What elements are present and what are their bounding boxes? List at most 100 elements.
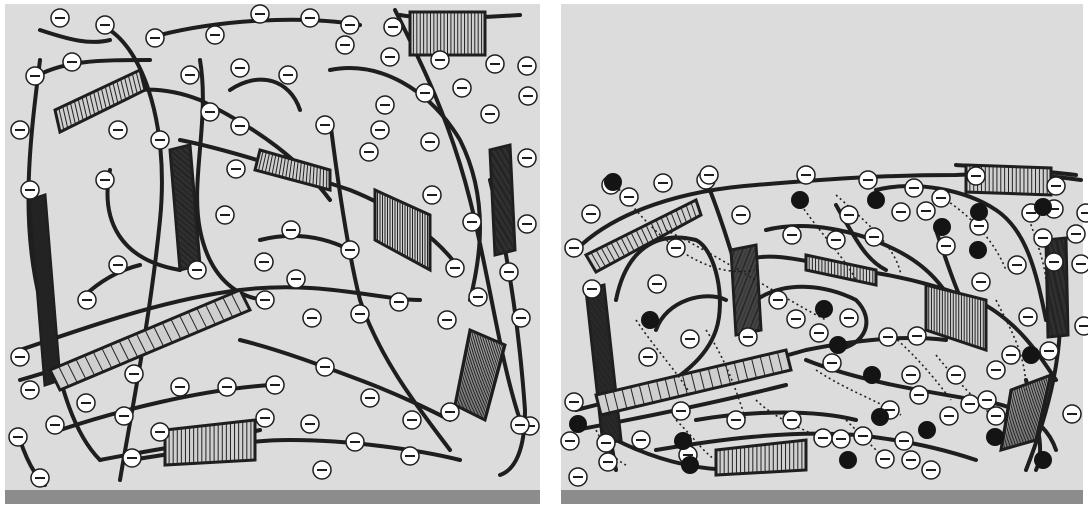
positive-ion-icon <box>681 456 699 474</box>
positive-ion-icon <box>1022 346 1040 364</box>
negative-charge-icon <box>859 171 877 189</box>
negative-charge-icon <box>9 428 27 446</box>
negative-charge-icon <box>511 416 529 434</box>
negative-charge-icon <box>446 259 464 277</box>
negative-charge-icon <box>565 393 583 411</box>
negative-charge-icon <box>279 66 297 84</box>
positive-ion-icon <box>829 336 847 354</box>
negative-charge-icon <box>892 203 910 221</box>
negative-charge-icon <box>486 55 504 73</box>
negative-charge-icon <box>681 330 699 348</box>
negative-charge-icon <box>206 26 224 44</box>
negative-charge-icon <box>879 328 897 346</box>
negative-charge-icon <box>109 121 127 139</box>
negative-charge-icon <box>231 59 249 77</box>
negative-charge-icon <box>639 348 657 366</box>
negative-charge-icon <box>922 461 940 479</box>
negative-charge-icon <box>46 416 64 434</box>
negative-charge-icon <box>384 18 402 36</box>
negative-charge-icon <box>51 9 69 27</box>
panel-left-dispersed <box>0 0 545 506</box>
negative-charge-icon <box>218 378 236 396</box>
positive-ion-icon <box>1034 451 1052 469</box>
negative-charge-icon <box>797 166 815 184</box>
negative-charge-icon <box>727 411 745 429</box>
substrate-bar <box>5 490 540 504</box>
positive-ion-icon <box>871 408 889 426</box>
negative-charge-icon <box>227 160 245 178</box>
negative-charge-icon <box>381 48 399 66</box>
negative-charge-icon <box>251 5 269 23</box>
negative-charge-icon <box>282 221 300 239</box>
positive-ion-icon <box>569 415 587 433</box>
negative-charge-icon <box>11 121 29 139</box>
negative-charge-icon <box>255 253 273 271</box>
negative-charge-icon <box>441 403 459 421</box>
negative-charge-icon <box>438 311 456 329</box>
negative-charge-icon <box>146 29 164 47</box>
negative-charge-icon <box>341 241 359 259</box>
negative-charge-icon <box>823 354 841 372</box>
negative-charge-icon <box>518 57 536 75</box>
negative-charge-icon <box>827 231 845 249</box>
negative-charge-icon <box>96 16 114 34</box>
negative-charge-icon <box>783 226 801 244</box>
negative-charge-icon <box>905 179 923 197</box>
negative-charge-icon <box>431 51 449 69</box>
negative-charge-icon <box>469 288 487 306</box>
negative-charge-icon <box>700 166 718 184</box>
negative-charge-icon <box>769 291 787 309</box>
negative-charge-icon <box>151 423 169 441</box>
negative-charge-icon <box>902 366 920 384</box>
negative-charge-icon <box>978 391 996 409</box>
negative-charge-icon <box>77 394 95 412</box>
negative-charge-icon <box>313 461 331 479</box>
negative-charge-icon <box>632 431 650 449</box>
negative-charge-icon <box>1034 229 1052 247</box>
negative-charge-icon <box>599 453 617 471</box>
negative-charge-icon <box>582 205 600 223</box>
positive-ion-icon <box>867 191 885 209</box>
negative-charge-icon <box>453 79 471 97</box>
negative-charge-icon <box>416 84 434 102</box>
positive-ion-icon <box>674 432 692 450</box>
negative-charge-icon <box>917 202 935 220</box>
negative-charge-icon <box>967 167 985 185</box>
positive-ion-icon <box>986 428 1004 446</box>
negative-charge-icon <box>1075 317 1088 335</box>
negative-charge-icon <box>1045 253 1063 271</box>
negative-charge-icon <box>937 237 955 255</box>
negative-charge-icon <box>1047 177 1065 195</box>
negative-charge-icon <box>814 429 832 447</box>
negative-charge-icon <box>854 427 872 445</box>
empty-upper-region <box>561 4 1083 154</box>
negative-charge-icon <box>620 188 638 206</box>
negative-charge-icon <box>216 206 234 224</box>
negative-charge-icon <box>21 181 39 199</box>
positive-ion-icon <box>970 203 988 221</box>
negative-charge-icon <box>401 447 419 465</box>
positive-ion-icon <box>815 300 833 318</box>
positive-ion-icon <box>839 451 857 469</box>
negative-charge-icon <box>403 411 421 429</box>
negative-charge-icon <box>895 432 913 450</box>
negative-charge-icon <box>987 407 1005 425</box>
negative-charge-icon <box>361 389 379 407</box>
negative-charge-icon <box>481 105 499 123</box>
negative-charge-icon <box>1067 225 1085 243</box>
negative-charge-icon <box>376 96 394 114</box>
negative-charge-icon <box>783 411 801 429</box>
negative-charge-icon <box>181 66 199 84</box>
positive-ion-icon <box>918 421 936 439</box>
negative-charge-icon <box>303 309 321 327</box>
negative-charge-icon <box>654 174 672 192</box>
negative-charge-icon <box>125 365 143 383</box>
panel-right-compacted <box>556 0 1088 506</box>
negative-charge-icon <box>63 53 81 71</box>
negative-charge-icon <box>123 449 141 467</box>
negative-charge-icon <box>732 206 750 224</box>
negative-charge-icon <box>1040 342 1058 360</box>
negative-charge-icon <box>519 87 537 105</box>
positive-ion-icon <box>641 311 659 329</box>
negative-charge-icon <box>287 270 305 288</box>
